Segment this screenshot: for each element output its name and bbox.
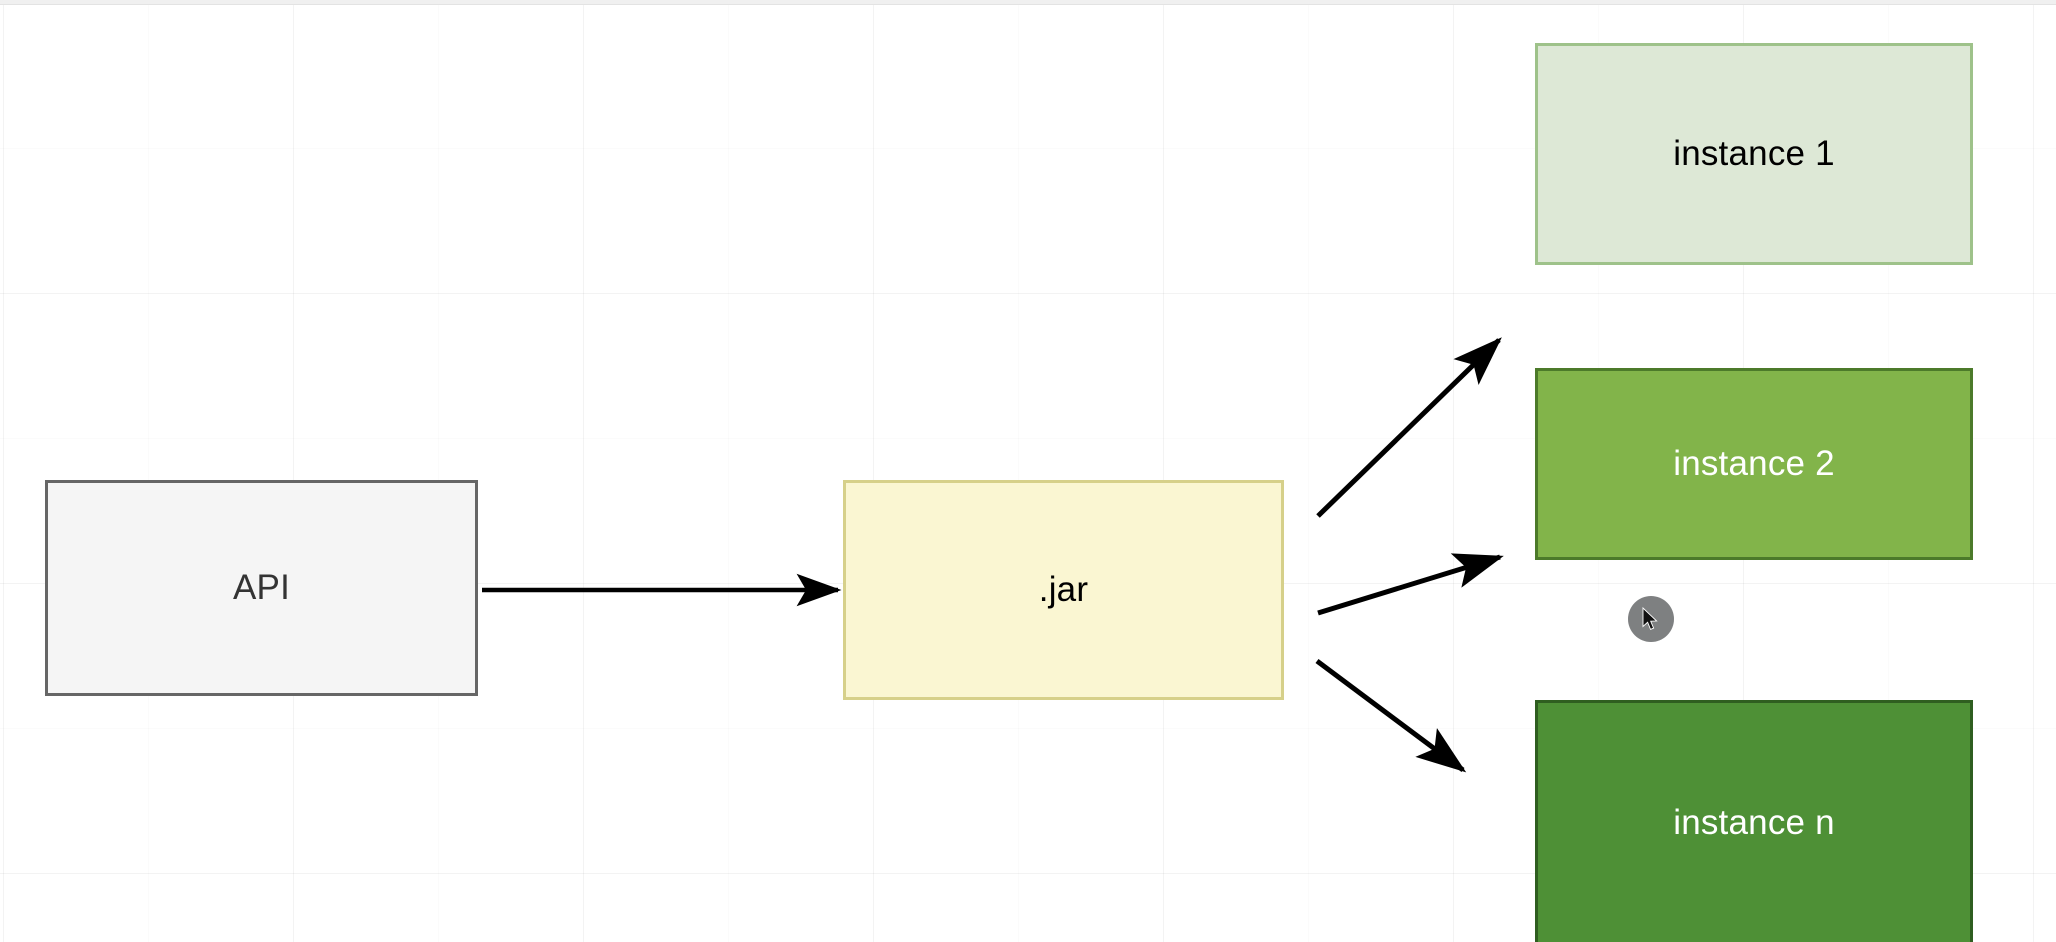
node-jar-label: .jar [1038,570,1089,609]
node-instance-1[interactable]: instance 1 [1535,43,1973,265]
node-instance-n[interactable]: instance n [1535,700,1973,942]
node-jar[interactable]: .jar [843,480,1284,700]
node-instance-1-label: instance 1 [1673,134,1835,173]
node-instance-2[interactable]: instance 2 [1535,368,1973,560]
cursor-pointer-icon [1642,607,1658,630]
edge-jar-to-instance-n[interactable] [1315,658,1467,773]
node-api[interactable]: API [45,480,478,696]
top-edge-strip [0,0,2056,5]
edge-jar-to-instance-1[interactable] [1316,337,1502,518]
node-instance-n-label: instance n [1673,802,1835,842]
node-api-label: API [232,568,290,607]
node-instance-2-label: instance 2 [1673,444,1835,483]
mouse-cursor [1628,596,1674,642]
edge-jar-to-instance-2[interactable] [1317,553,1504,616]
